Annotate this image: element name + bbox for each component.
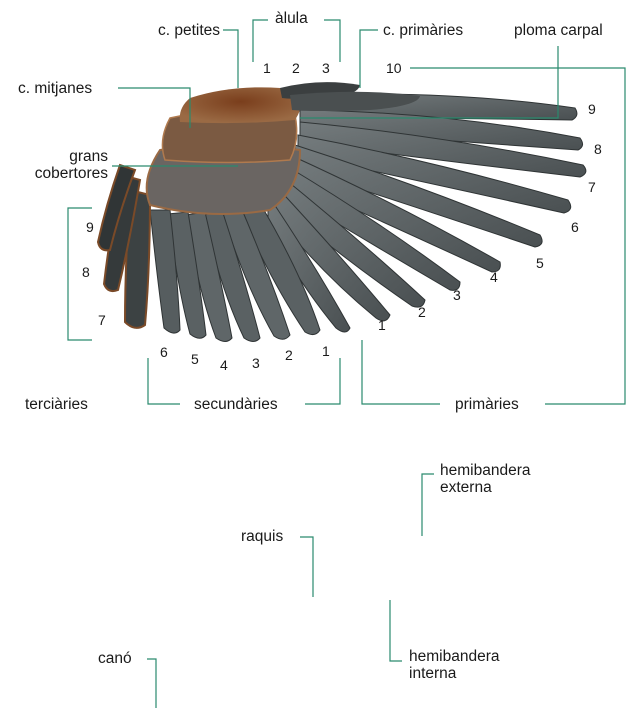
leader-cano [147, 659, 156, 708]
primary-number: 5 [536, 256, 544, 271]
label-secondaries: secundàries [194, 396, 278, 413]
primary-number: 1 [378, 318, 386, 333]
tertial-feathers [98, 165, 150, 328]
label-greater-coverts-1: grans [20, 148, 108, 165]
label-calamus: canó [98, 650, 132, 667]
label-tertials: terciàries [25, 396, 88, 413]
tertial-number: 8 [82, 265, 90, 280]
secondary-number: 4 [220, 358, 228, 373]
label-inner-vane-1: hemibandera [409, 648, 499, 665]
secondary-number: 3 [252, 356, 260, 371]
label-alula: àlula [275, 10, 308, 27]
secondary-number: 6 [160, 345, 168, 360]
label-outer-vane-1: hemibandera [440, 462, 530, 479]
primary-number: 10 [386, 61, 402, 76]
label-primaries: primàries [455, 396, 519, 413]
primary-number: 4 [490, 270, 498, 285]
label-greater-coverts-2: cobertores [20, 165, 108, 182]
leader-raquis [300, 537, 313, 597]
leader-hemi-ext [422, 474, 434, 536]
tertial-number: 7 [98, 313, 106, 328]
leader-primaries-coverts [360, 30, 378, 88]
primary-feathers [268, 94, 586, 332]
label-primary-coverts: c. primàries [383, 22, 463, 39]
tertial-number: 9 [86, 220, 94, 235]
label-inner-vane-2: interna [409, 665, 456, 682]
leader-petites [223, 30, 238, 88]
alula-number: 3 [322, 61, 330, 76]
label-carpal-feather: ploma carpal [514, 22, 603, 39]
alula-number: 2 [292, 61, 300, 76]
primary-number: 3 [453, 288, 461, 303]
secondary-number: 2 [285, 348, 293, 363]
primary-number: 9 [588, 102, 596, 117]
leader-hemi-int [390, 600, 402, 661]
label-lesser-coverts: c. petites [128, 22, 220, 39]
secondary-number: 5 [191, 352, 199, 367]
label-median-coverts: c. mitjanes [18, 80, 92, 97]
primary-number: 7 [588, 180, 596, 195]
primary-number: 2 [418, 305, 426, 320]
label-rachis: raquis [241, 528, 283, 545]
alula-number: 1 [263, 61, 271, 76]
secondary-number: 1 [322, 344, 330, 359]
label-outer-vane-2: externa [440, 479, 492, 496]
primary-number: 8 [594, 142, 602, 157]
primary-number: 6 [571, 220, 579, 235]
